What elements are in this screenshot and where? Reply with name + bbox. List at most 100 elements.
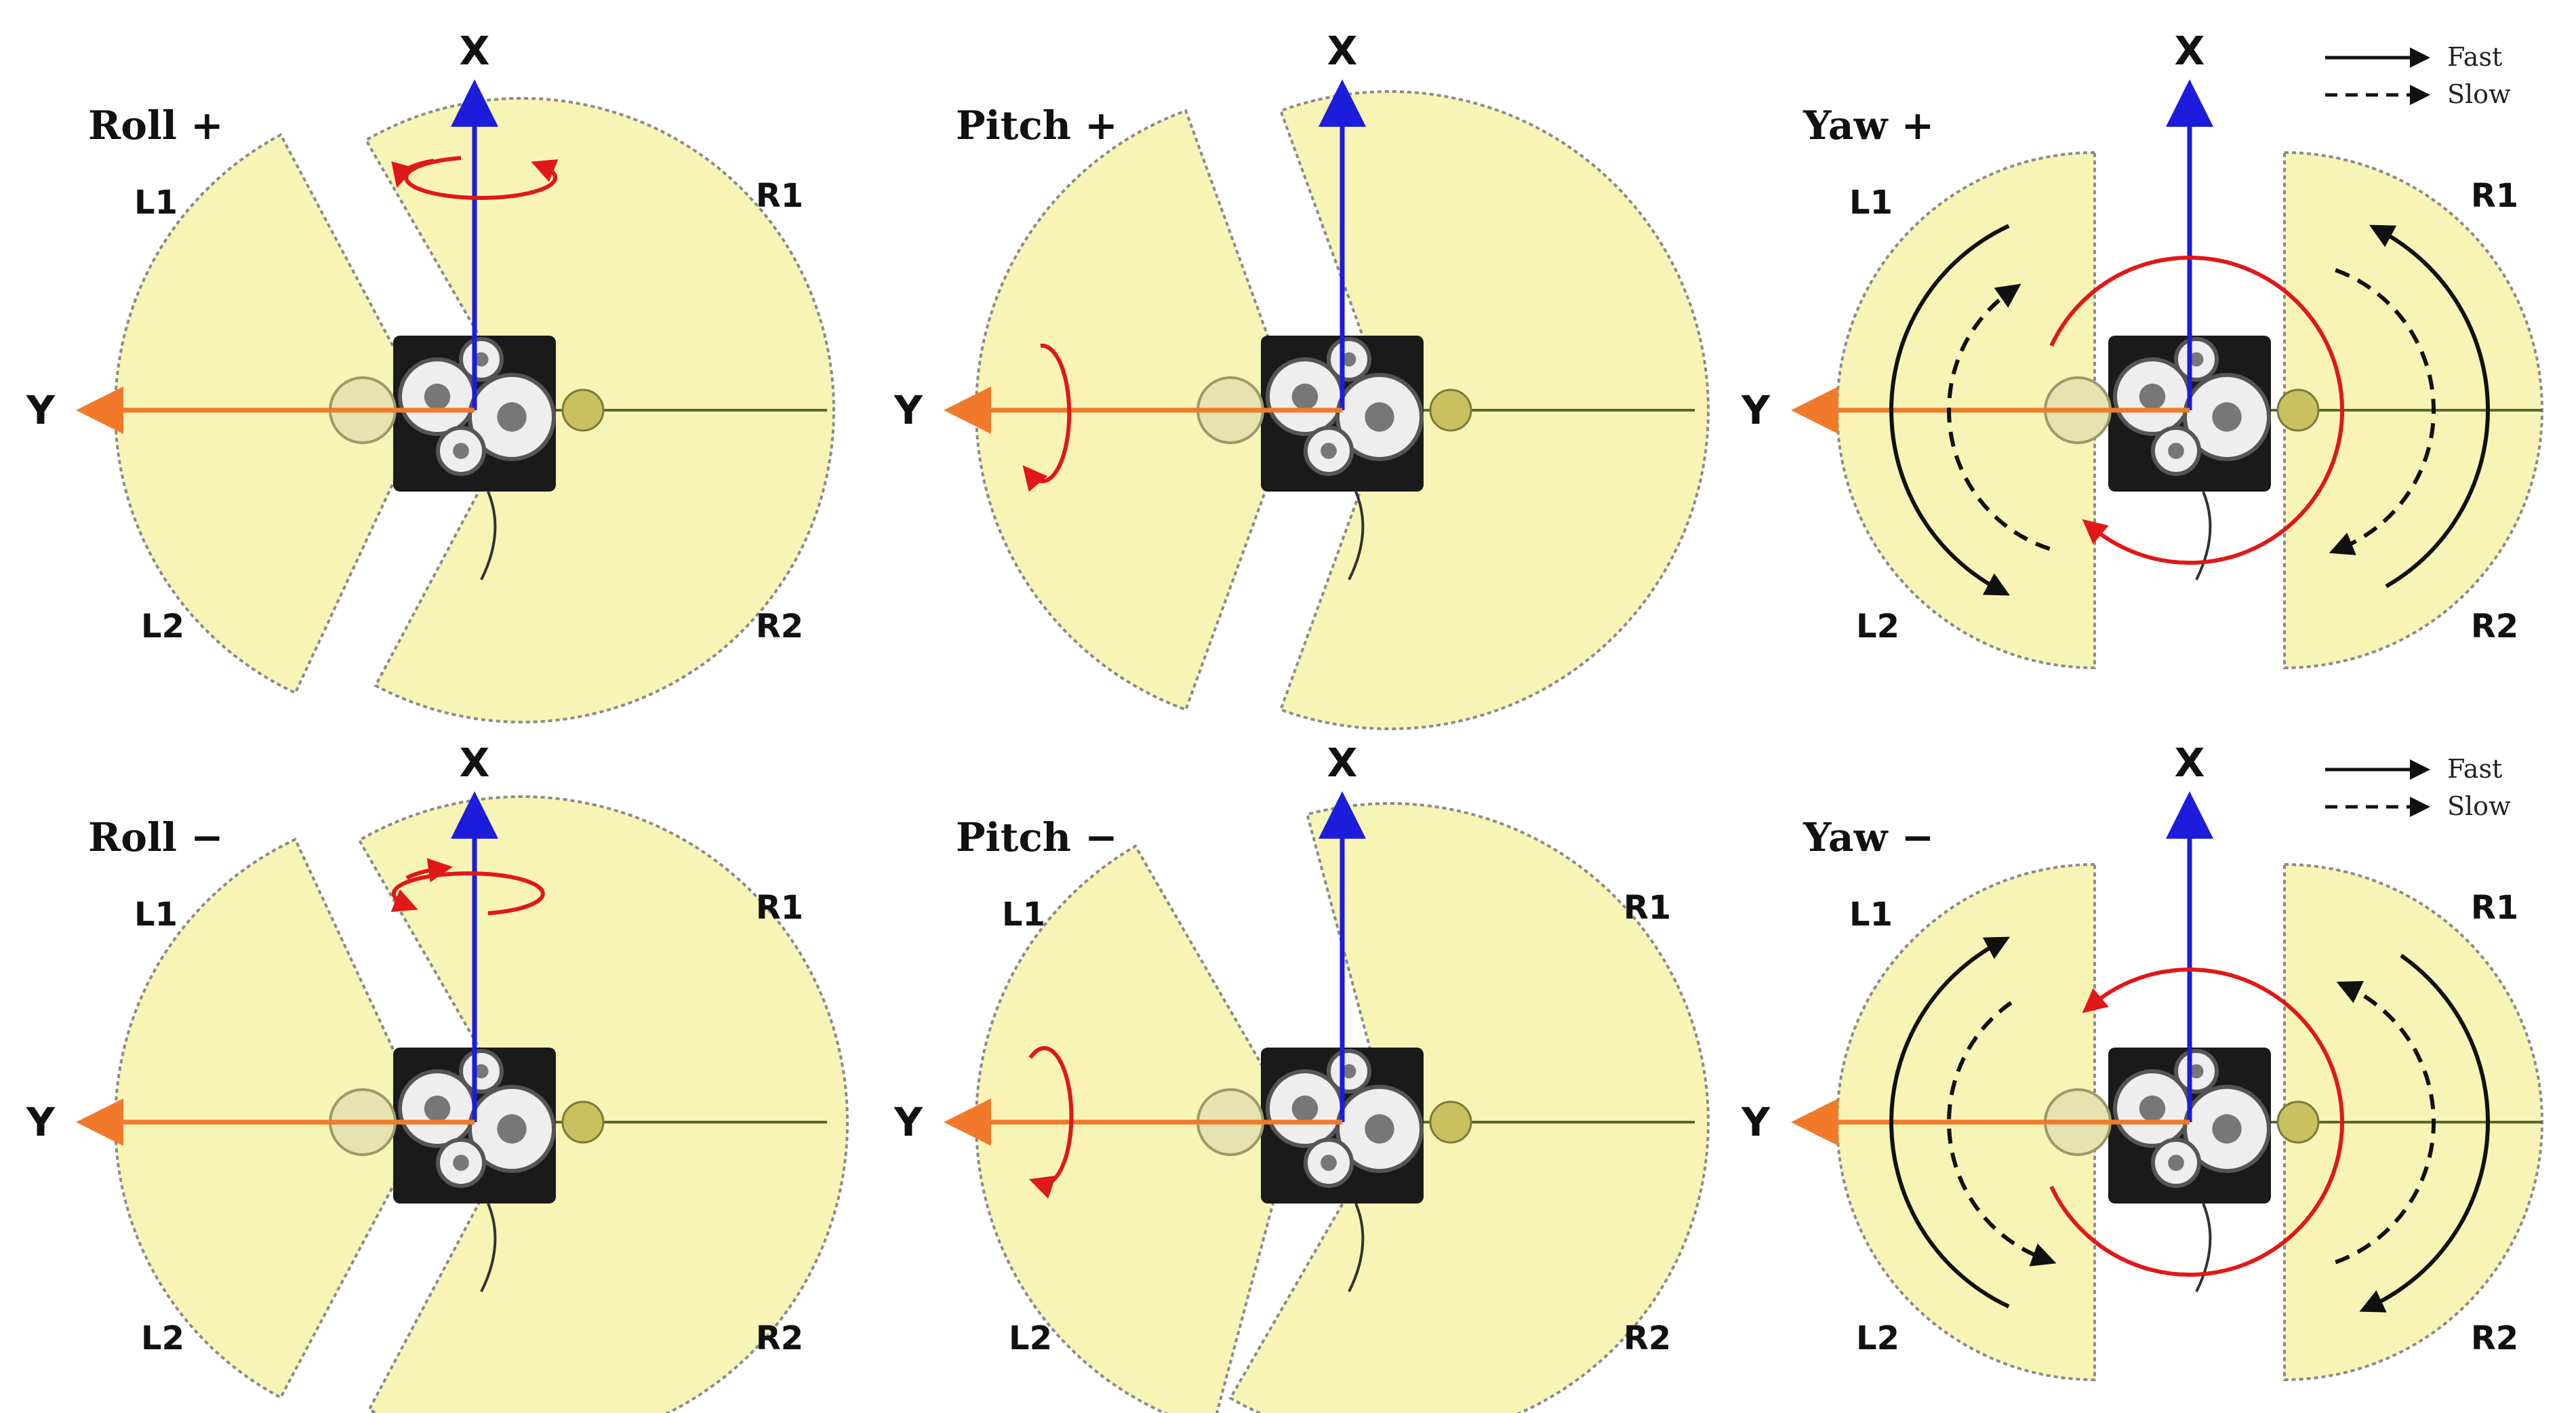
flapping-mechanism [2044, 1048, 2320, 1292]
wing-label-l1: L1 [1002, 896, 1045, 934]
right-fast-stroke-arrow [2359, 953, 2490, 1313]
x-axis-label: X [1327, 740, 1358, 786]
roll-rotation-arrow [390, 871, 545, 915]
gear-hub [2139, 383, 2166, 410]
left-wing [975, 844, 1297, 1413]
gear-hub [424, 383, 451, 410]
wing-label-r1: R1 [2471, 177, 2518, 215]
wing-label-l1: L1 [1849, 896, 1893, 934]
flapping-mechanism [2044, 336, 2320, 580]
x-axis-label: X [2175, 740, 2205, 786]
legend-slow-label: Slow [2447, 79, 2511, 109]
gear-hub [2168, 1155, 2184, 1171]
gear-hub [474, 352, 489, 367]
wing-label-l1: L1 [1849, 184, 1893, 222]
flapping-mechanism [329, 1048, 605, 1292]
right-hinge [561, 389, 605, 432]
wing-label-l1: L1 [134, 184, 178, 222]
wire [2195, 1203, 2212, 1292]
wing-label-l2: L2 [1856, 1319, 1899, 1357]
legend-slow-label: Slow [2447, 791, 2511, 821]
right-wing [357, 795, 849, 1413]
left-fast-stroke-arrow [1889, 936, 2011, 1309]
wing-label-r1: R1 [756, 889, 803, 927]
panel-title: Yaw + [1803, 102, 1934, 148]
roll-rotation-arrow [404, 156, 559, 200]
wing-label-r1: R1 [2471, 889, 2518, 927]
panel-title: Pitch + [956, 102, 1118, 148]
wire [480, 491, 497, 580]
gear-hub [2139, 1095, 2166, 1122]
legend-fast-label: Fast [2447, 754, 2502, 784]
gear-hub [1365, 402, 1394, 432]
gear-hub [453, 1155, 469, 1171]
right-slow-stroke-arrow [2335, 980, 2436, 1265]
y-axis-label: Y [893, 1099, 923, 1145]
right-hinge [1429, 1100, 1472, 1144]
left-slow-stroke-arrow [1947, 283, 2051, 551]
right-wing [1228, 802, 1710, 1413]
wire [2195, 491, 2212, 580]
x-axis-label: X [1327, 28, 1358, 74]
gear-hub [497, 1114, 527, 1144]
left-fast-stroke-arrow [1889, 224, 2011, 596]
gear-hub [2212, 402, 2242, 432]
wing-label-r1: R1 [756, 177, 803, 215]
pitch-rotation-arrow [1028, 1046, 1074, 1199]
x-axis-label: X [460, 28, 490, 74]
gear-hub [453, 443, 469, 459]
wing-label-r1: R1 [1624, 889, 1671, 927]
wing-label-l2: L2 [141, 1319, 184, 1357]
wire [480, 1203, 497, 1292]
right-hinge [1429, 389, 1472, 432]
gear-hub [424, 1095, 451, 1122]
y-axis-label: Y [26, 387, 56, 433]
gear-hub [1321, 1155, 1337, 1171]
yaw-rotation-arrow [2049, 968, 2344, 1277]
x-axis-label: X [2175, 28, 2205, 74]
x-axis-label: X [460, 740, 490, 786]
gear-hub [1291, 1095, 1319, 1122]
right-fast-stroke-arrow [2369, 224, 2490, 589]
gear-hub [497, 402, 527, 432]
y-axis-label: Y [1741, 387, 1771, 433]
wing-label-l2: L2 [141, 608, 184, 645]
y-axis-label: Y [1741, 1099, 1771, 1145]
gear-hub [2212, 1114, 2242, 1144]
flapping-mechanism [329, 336, 605, 580]
right-hinge [2276, 1100, 2320, 1144]
roll-rotation-arrow-tail [391, 159, 435, 188]
panel-title: Yaw − [1803, 814, 1934, 860]
gear-hub [2168, 443, 2184, 459]
left-slow-stroke-arrow [1947, 1001, 2057, 1267]
flapping-mechanism [1196, 1048, 1472, 1292]
yaw-rotation-arrow [2049, 256, 2344, 565]
wing-label-r2: R2 [756, 1319, 803, 1357]
wing-label-r2: R2 [1624, 1319, 1671, 1357]
right-slow-stroke-arrow [2329, 268, 2436, 555]
right-hinge [561, 1100, 605, 1144]
gear-hub [1342, 352, 1356, 367]
wire [1348, 491, 1365, 580]
roll-rotation-arrow-tail [405, 858, 453, 883]
gear-hub [1321, 443, 1337, 459]
panel-title: Roll + [88, 102, 224, 148]
panel-pitch-plus: X Y Pitch + [893, 28, 1710, 730]
gear-hub [474, 1064, 489, 1079]
wing-label-l2: L2 [1856, 608, 1899, 645]
gear-hub [1365, 1114, 1394, 1144]
y-axis-label: Y [26, 1099, 56, 1145]
wing-label-l1: L1 [134, 896, 178, 934]
y-axis-label: Y [893, 387, 923, 433]
gear-hub [1342, 1064, 1356, 1079]
gear-hub [2189, 352, 2204, 367]
legend-fast-label: Fast [2447, 42, 2502, 72]
gear-hub [2189, 1064, 2204, 1079]
wing-label-r2: R2 [2471, 608, 2518, 645]
